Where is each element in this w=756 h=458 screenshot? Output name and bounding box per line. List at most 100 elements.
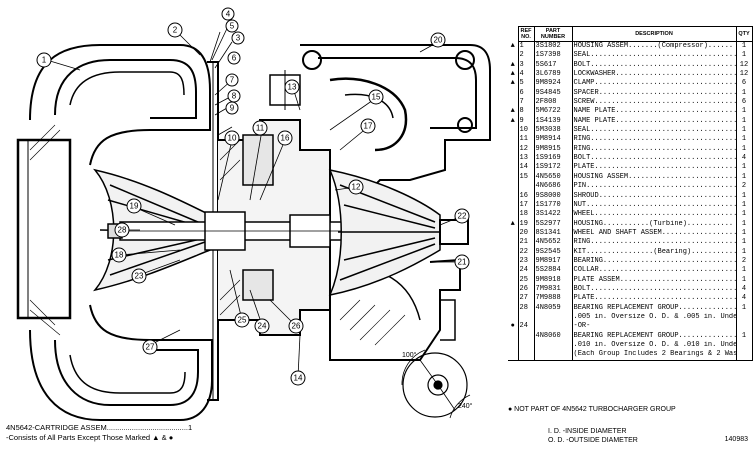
qty-cell: 1 — [735, 275, 753, 285]
angle-label-100: 100° — [402, 351, 417, 359]
ref-cell: 13 — [517, 154, 535, 164]
id-definition: I. D. -INSIDE DIAMETER — [548, 428, 627, 435]
description-cell: PIN.................................... — [571, 182, 737, 192]
ref-cell: 12 — [517, 144, 535, 155]
part-number-cell — [533, 341, 573, 351]
row-marker — [508, 248, 518, 257]
ref-cell: 6 — [517, 88, 535, 99]
row-marker: ▲ — [510, 79, 515, 88]
table-row: .005 in. Oversize O. D. & .005 in. Under… — [508, 312, 753, 323]
callout-12: 12 — [348, 179, 364, 195]
callout-17: 17 — [360, 118, 376, 134]
hatching — [29, 124, 406, 346]
qty-cell: 4 — [735, 294, 753, 304]
part-number-cell: 9M8918 — [533, 275, 573, 285]
svg-text:26: 26 — [292, 322, 301, 331]
ref-cell: 28 — [517, 303, 535, 313]
callout-15: 15 — [368, 89, 384, 105]
part-number-cell: 1S9169 — [533, 154, 573, 164]
part-number-cell: 5S2884 — [533, 266, 573, 276]
qty-cell — [735, 341, 753, 351]
description-cell: RING................................... — [571, 135, 737, 145]
callout-6: 6 — [227, 51, 241, 65]
ref-cell: 3 — [517, 60, 535, 71]
svg-text:2: 2 — [173, 26, 178, 35]
part-number-cell: 8S1341 — [533, 228, 573, 239]
svg-text:19: 19 — [130, 202, 139, 211]
row-marker: ▲ — [510, 60, 515, 69]
part-number-cell: 2F808 — [533, 98, 573, 108]
callout-24: 24 — [254, 318, 270, 334]
description-cell: HOUSING ASSEM.......(Compressor)...... — [571, 41, 737, 52]
row-marker — [508, 98, 518, 107]
ref-cell: 15 — [517, 172, 535, 183]
qty-cell: 1 — [735, 41, 753, 52]
document-number: 140983 — [724, 436, 748, 443]
svg-text:4: 4 — [226, 10, 231, 19]
angle-label-240: 240° — [458, 402, 473, 410]
qty-cell — [735, 322, 753, 332]
table-row: ●24 -OR- — [508, 322, 753, 332]
row-marker — [508, 350, 518, 361]
description-cell: WHEEL.................................. — [571, 210, 737, 220]
svg-text:5: 5 — [230, 22, 235, 31]
description-cell: PLATE.................................. — [571, 294, 737, 304]
description-cell: HOUSING...........(Turbine)........... — [571, 219, 737, 229]
qty-cell: 1 — [735, 163, 753, 173]
cartridge-caption-line1: 4N5642-CARTRIDGE ASSEM..................… — [6, 423, 193, 432]
callout-1: 1 — [36, 52, 52, 68]
part-number-cell: 9M8914 — [533, 135, 573, 145]
svg-text:1: 1 — [42, 56, 47, 65]
header-part-number: PART NUMBER — [533, 26, 573, 42]
callout-7: 7 — [225, 73, 239, 87]
ref-cell: 2 — [517, 51, 535, 61]
turbocharger-cross-section: 100° 240° 1 2 3 4 5 — [16, 7, 491, 421]
ref-cell: 23 — [517, 256, 535, 267]
callout-13: 13 — [284, 79, 300, 95]
description-cell: RING................................... — [571, 144, 737, 155]
svg-text:6: 6 — [232, 54, 237, 63]
row-marker — [508, 173, 518, 182]
description-cell: WHEEL AND SHAFT ASSEM.................. — [571, 228, 737, 239]
description-cell: BEARING................................ — [571, 256, 737, 267]
row-marker — [508, 145, 518, 154]
qty-cell: 1 — [735, 191, 753, 201]
qty-cell: 1 — [735, 210, 753, 220]
description-cell: KIT................(Bearing)........... — [571, 247, 737, 257]
description-cell: PLATE.................................. — [571, 163, 737, 173]
svg-text:8: 8 — [232, 92, 237, 101]
ref-cell: 25 — [517, 275, 535, 285]
callout-2: 2 — [167, 22, 183, 38]
callout-9: 9 — [225, 101, 239, 115]
row-marker — [508, 332, 518, 341]
description-cell: BOLT................................... — [571, 60, 737, 71]
header-ref: REF NO. — [517, 26, 535, 42]
part-number-cell: 9M8924 — [533, 79, 573, 89]
row-marker — [508, 51, 518, 60]
row-marker — [508, 238, 518, 247]
callout-4: 4 — [221, 7, 235, 21]
description-cell: HOUSING ASSEM.......................... — [571, 172, 737, 183]
qty-cell: 1 — [735, 144, 753, 155]
row-marker — [508, 135, 518, 144]
row-marker — [508, 163, 518, 172]
qty-cell: 4 — [735, 154, 753, 164]
part-number-cell: 9M8915 — [533, 144, 573, 155]
qty-cell: 1 — [735, 228, 753, 239]
part-number-cell: 3S1422 — [533, 210, 573, 220]
svg-text:10: 10 — [228, 134, 237, 143]
description-cell: COLLAR................................. — [571, 266, 737, 276]
row-marker — [508, 154, 518, 163]
ref-cell: 1 — [517, 41, 535, 52]
part-number-cell: 3S1802 — [533, 41, 573, 52]
part-number-cell: 9S2545 — [533, 247, 573, 257]
